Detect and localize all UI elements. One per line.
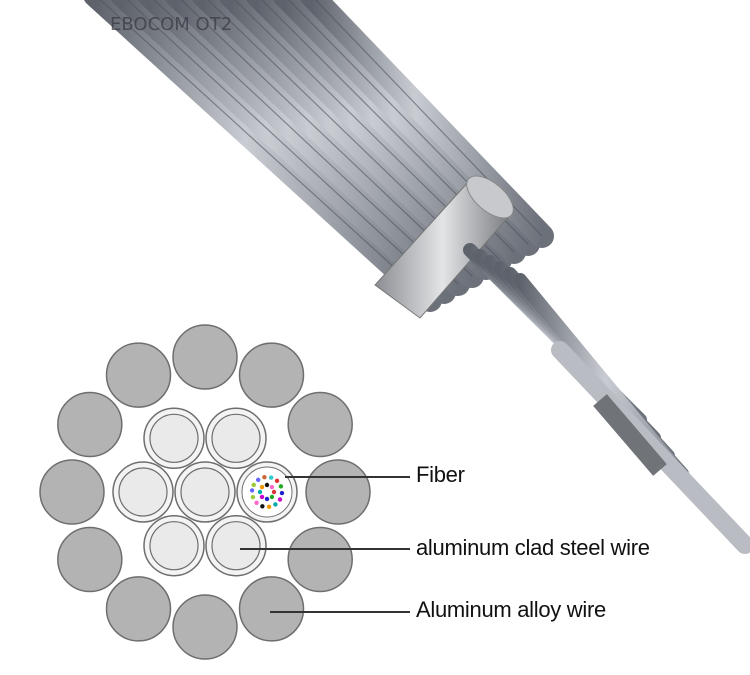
optical-fiber — [259, 494, 265, 500]
aluminum-alloy-wire — [57, 526, 123, 593]
aluminum-alloy-wire — [172, 324, 238, 390]
steel-wire-label: aluminum clad steel wire — [416, 535, 650, 560]
optical-fiber — [255, 477, 261, 483]
optical-fiber — [278, 484, 284, 489]
optical-fiber — [269, 484, 275, 490]
optical-fiber — [268, 475, 274, 480]
cross-section — [39, 324, 371, 660]
optical-fiber — [266, 504, 272, 510]
aluminum-alloy-wire — [39, 459, 105, 525]
optical-fiber — [257, 489, 263, 495]
aluminum-alloy-wire — [172, 594, 238, 660]
optical-fiber — [273, 502, 278, 507]
optical-fiber — [250, 494, 256, 500]
aluminum-alloy-wire — [287, 391, 353, 458]
watermark: EBOCOM OT2 — [110, 14, 233, 35]
optical-fiber — [251, 482, 256, 488]
inner-strands — [463, 243, 750, 554]
optical-fiber — [254, 500, 259, 505]
aluminum-clad-steel-wire — [180, 467, 230, 517]
aluminum-clad-steel-wire — [211, 413, 261, 463]
aluminum-alloy-wire — [105, 342, 172, 408]
optical-fiber — [274, 478, 280, 484]
clamp-ring-icon — [374, 175, 514, 319]
strand-edge — [99, 0, 431, 301]
optical-fiber — [249, 488, 255, 493]
alloy-wire-label: Aluminum alloy wire — [416, 597, 606, 622]
aluminum-alloy-wire — [105, 576, 172, 642]
fiber-tube — [241, 466, 293, 518]
optical-fiber — [264, 482, 270, 488]
strand-edge — [180, 0, 473, 277]
leader-lines — [240, 476, 410, 613]
optical-fiber — [271, 489, 277, 495]
aluminum-alloy-wire — [57, 391, 123, 458]
optical-fiber — [277, 497, 283, 502]
optical-fiber — [262, 475, 267, 480]
strand-edge — [153, 0, 459, 285]
aluminum-alloy-wire — [287, 526, 353, 593]
aluminum-alloy-wire — [305, 459, 371, 525]
aluminum-clad-steel-wire — [211, 521, 261, 571]
aluminum-alloy-wire — [238, 342, 305, 408]
core-tube-band — [593, 394, 667, 476]
fiber-label: Fiber — [416, 462, 465, 487]
optical-fiber — [264, 496, 270, 502]
optical-fiber — [259, 484, 265, 490]
aluminum-alloy-wire — [238, 576, 305, 642]
aluminum-clad-steel-wire — [149, 413, 199, 463]
optical-fiber — [269, 494, 275, 500]
aluminum-clad-steel-wire — [149, 521, 199, 571]
strand-edge — [126, 0, 445, 293]
aluminum-clad-steel-wire — [118, 467, 168, 517]
optical-fiber — [260, 504, 265, 509]
optical-fiber — [279, 490, 285, 496]
